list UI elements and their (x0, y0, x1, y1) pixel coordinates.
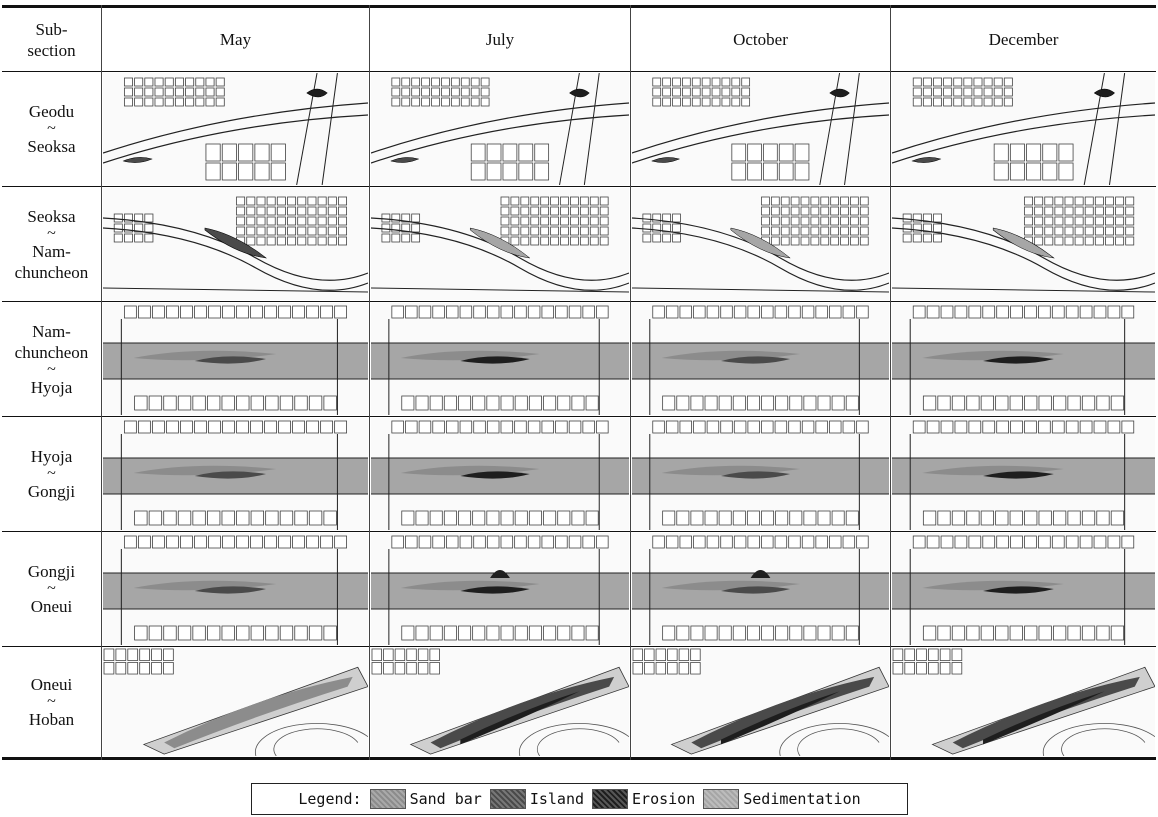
map-thumbnail (103, 648, 368, 756)
row-rule (2, 301, 1156, 302)
month-label: October (733, 30, 788, 49)
row-to: Gongji (27, 482, 76, 501)
legend-label: Erosion (632, 790, 696, 808)
map-thumbnail (103, 73, 368, 185)
header-month-may: May (102, 8, 369, 71)
header-month-october: October (631, 8, 890, 71)
column-rule (369, 5, 370, 760)
map-thumbnail (371, 418, 629, 530)
row-rule (2, 531, 1156, 532)
map-thumbnail (103, 188, 368, 300)
legend-swatch (592, 789, 629, 809)
row-to-line2: chuncheon (14, 262, 89, 282)
map-thumbnail (632, 648, 889, 756)
legend-swatch (489, 789, 526, 809)
map-thumbnail (892, 73, 1155, 185)
map-thumbnail (892, 303, 1155, 415)
row-rule (2, 646, 1156, 647)
legend-label: Sand bar (409, 790, 482, 808)
row-from: Nam- (32, 321, 71, 341)
legend-swatch (703, 789, 740, 809)
legend-label: Island (529, 790, 585, 808)
legend-title: Legend: (298, 790, 362, 808)
row-from: Geodu (28, 102, 75, 121)
row-sep: ~ (47, 120, 56, 137)
map-thumbnail (103, 303, 368, 415)
map-thumbnail (892, 188, 1155, 300)
header-rule (2, 71, 1156, 72)
map-thumbnail (892, 648, 1155, 756)
map-thumbnail (632, 533, 889, 645)
header-subsection-line2: section (27, 40, 76, 60)
row-sep: ~ (47, 360, 56, 378)
header-month-july: July (370, 8, 630, 71)
legend-label: Sedimentation (743, 790, 861, 808)
column-rule (890, 5, 891, 760)
header-subsection: Sub- section (2, 8, 101, 71)
row-label-geodu-seoksa: Geodu ~ Seoksa (2, 72, 101, 186)
row-to: Nam- (32, 241, 71, 261)
row-rule (2, 416, 1156, 417)
header-subsection-line1: Sub- (35, 19, 68, 39)
column-rule (630, 5, 631, 760)
map-thumbnail (371, 303, 629, 415)
row-to: Hoban (28, 710, 75, 729)
map-thumbnail (632, 188, 889, 300)
legend-item-sand-bar: Sand bar (369, 789, 482, 809)
row-to: Oneui (30, 597, 73, 616)
row-sep: ~ (47, 224, 56, 242)
legend-box: Legend: Sand bar Island Erosion Sediment… (251, 783, 908, 815)
row-label-gongji-oneui: Gongji ~ Oneui (2, 532, 101, 646)
column-rule (101, 5, 102, 760)
map-thumbnail (371, 648, 629, 756)
row-from: Gongji (27, 562, 76, 581)
row-rule (2, 186, 1156, 187)
row-from: Oneui (30, 675, 73, 694)
header-month-december: December (891, 8, 1156, 71)
map-thumbnail (632, 73, 889, 185)
legend-item-island: Island (489, 789, 585, 809)
month-label: May (219, 30, 252, 49)
map-thumbnail (371, 73, 629, 185)
row-from: Seoksa (27, 206, 76, 226)
map-thumbnail (103, 418, 368, 530)
row-sep: ~ (47, 580, 56, 597)
row-to: Seoksa (27, 137, 76, 156)
legend-item-erosion: Erosion (592, 789, 695, 809)
row-label-seoksa-namchuncheon: Seoksa ~ Nam- chuncheon (2, 187, 101, 301)
legend-item-sedimentation: Sedimentation (703, 789, 861, 809)
row-sep: ~ (47, 693, 56, 710)
map-thumbnail (892, 418, 1155, 530)
figure-table: Sub- section May July October December G… (2, 5, 1156, 760)
map-thumbnail (103, 533, 368, 645)
row-to: Hyoja (30, 377, 73, 397)
map-thumbnail (892, 533, 1155, 645)
map-thumbnail (632, 303, 889, 415)
row-label-hyoja-gongji: Hyoja ~ Gongji (2, 417, 101, 531)
month-label: July (485, 30, 515, 49)
map-thumbnail (371, 533, 629, 645)
row-label-oneui-hoban: Oneui ~ Hoban (2, 647, 101, 757)
month-label: December (988, 30, 1059, 49)
row-sep: ~ (47, 465, 56, 482)
table-bottom-rule (2, 757, 1156, 760)
legend-swatch (369, 789, 406, 809)
map-thumbnail (371, 188, 629, 300)
row-from: Hyoja (30, 447, 73, 466)
map-thumbnail (632, 418, 889, 530)
row-from-line2: chuncheon (14, 342, 89, 362)
table-top-rule (2, 5, 1156, 8)
row-label-namchuncheon-hyoja: Nam- chuncheon ~ Hyoja (2, 302, 101, 416)
